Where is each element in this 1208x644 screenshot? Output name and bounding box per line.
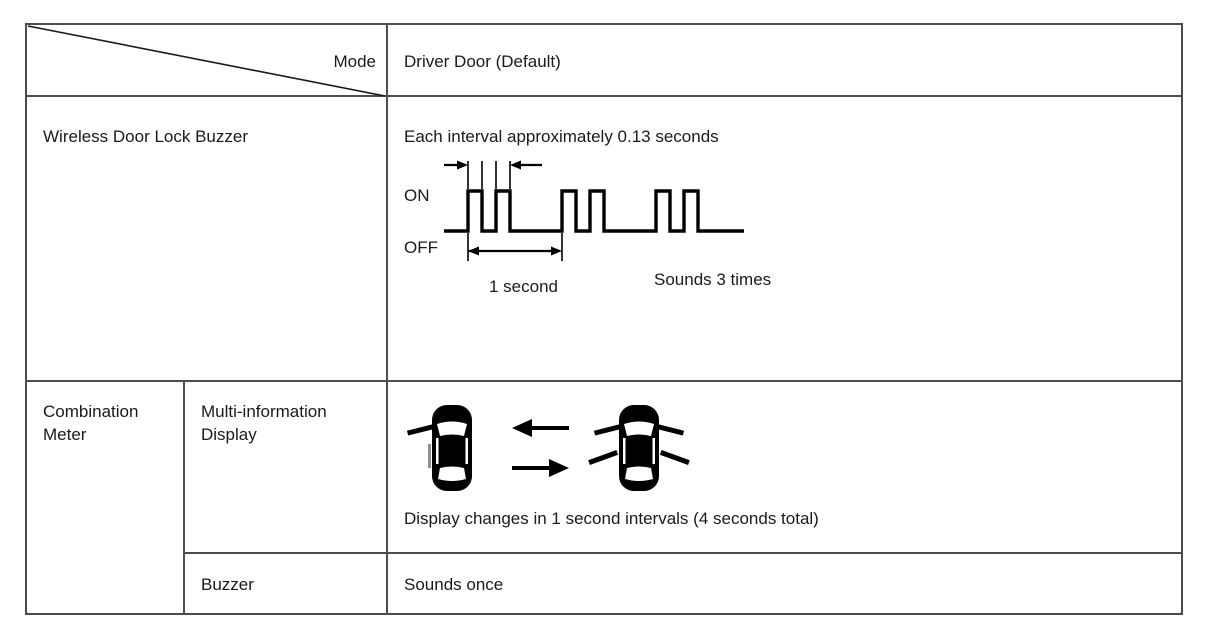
display-change-caption: Display changes in 1 second intervals (4… [404, 509, 819, 528]
wireless-buzzer-label-cell: Wireless Door Lock Buzzer [27, 97, 386, 382]
waveform-off-label: OFF [404, 238, 438, 257]
wireless-buzzer-label: Wireless Door Lock Buzzer [43, 127, 249, 146]
wireless-buzzer-value-cell: Each interval approximately 0.13 seconds… [388, 97, 1183, 382]
row-divider-header [27, 95, 1181, 97]
meter-buzzer-value-text: Sounds once [404, 575, 504, 594]
wireless-buzzer-interval-text: Each interval approximately 0.13 seconds [404, 127, 719, 146]
column-divider-main [386, 25, 388, 613]
car-top-view-single-flash-icon [406, 405, 472, 491]
header-corner-cell: Mode [27, 25, 386, 97]
waveform-one-second-label: 1 second [489, 277, 558, 296]
combination-meter-label-cell: Combination Meter [27, 382, 183, 615]
buzzer-timing-diagram: ON OFF [404, 155, 854, 296]
multi-information-display-value-cell: Display changes in 1 second intervals (4… [388, 382, 1183, 552]
one-second-callout [467, 233, 563, 261]
waveform-on-label: ON [404, 186, 430, 205]
mode-header-label: Mode [333, 51, 376, 71]
diagonal-divider-line [27, 25, 386, 97]
row-divider-buzzer [27, 380, 1181, 382]
row-divider-meter-buzzer [183, 552, 1181, 554]
car-top-view-all-flash-icon [588, 405, 690, 491]
arrow-right-icon [512, 459, 569, 477]
waveform-sounds-times-label: Sounds 3 times [654, 270, 772, 289]
waveform-svg [444, 160, 744, 261]
specification-table: Mode Driver Door (Default) Wireless Door… [25, 23, 1183, 615]
hazard-flash-animation-figure [404, 402, 724, 497]
arrow-left-icon [512, 419, 569, 437]
combination-meter-label: Combination Meter [43, 402, 139, 444]
meter-buzzer-value-cell: Sounds once [388, 554, 1183, 615]
multi-information-display-label: Multi-information Display [201, 402, 327, 444]
meter-buzzer-label: Buzzer [201, 575, 254, 594]
mode-value-text: Driver Door (Default) [404, 51, 561, 71]
multi-information-display-label-cell: Multi-information Display [185, 382, 386, 552]
column-divider-sub [183, 380, 185, 613]
meter-buzzer-label-cell: Buzzer [185, 554, 386, 615]
mode-value-cell: Driver Door (Default) [388, 25, 1183, 97]
car-flash-svg [406, 405, 690, 491]
